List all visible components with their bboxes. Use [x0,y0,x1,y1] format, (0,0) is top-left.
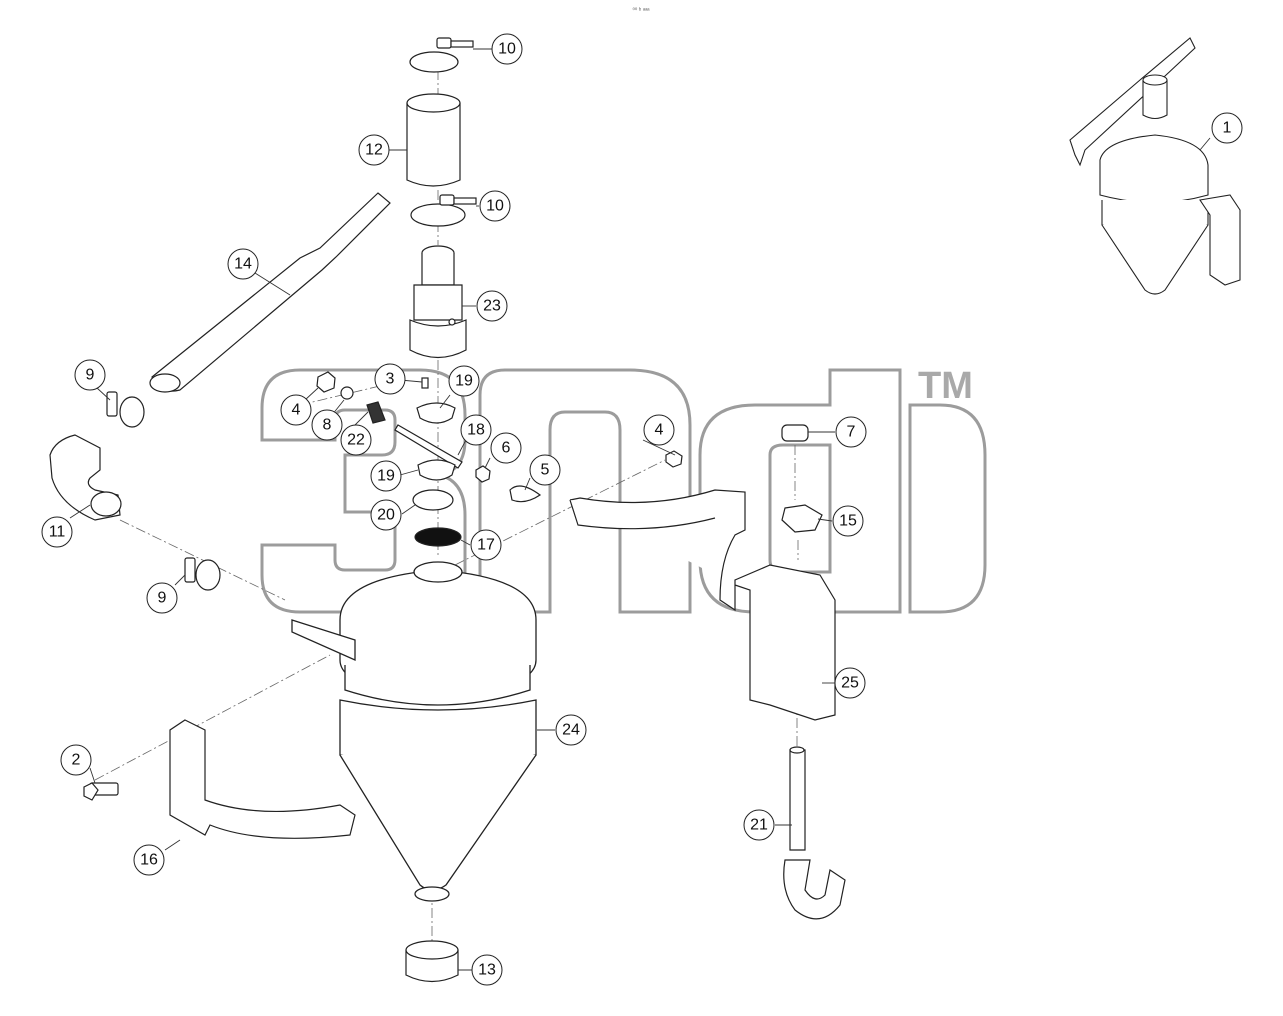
part-bracket-16 [83,719,356,839]
callout-16: 16 [133,844,165,876]
callout-12: 12 [358,134,390,166]
part-clamp-9-upper [106,391,145,428]
part-hook-21 [783,746,846,920]
callout-14: 14 [227,248,259,280]
part-fitting-23 [409,245,467,359]
svg-text:19: 19 [455,373,473,390]
svg-text:13: 13 [478,962,496,979]
svg-text:18: 18 [467,422,485,439]
svg-text:14: 14 [234,256,252,273]
part-hose-12 [406,93,461,187]
svg-text:15: 15 [839,513,857,530]
callout-3: 3 [374,363,406,395]
svg-text:2: 2 [72,752,81,769]
callout-9-upper: 9 [74,359,106,391]
part-clamp-10-mid [410,194,477,227]
callout-15: 15 [832,505,864,537]
svg-text:4: 4 [292,402,301,419]
svg-text:4: 4 [655,422,664,439]
callout-22: 22 [340,424,372,456]
svg-text:9: 9 [86,367,95,384]
svg-text:25: 25 [841,675,859,692]
part-tank-24 [291,561,537,902]
part-tube-14 [149,192,391,393]
svg-text:24: 24 [562,722,580,739]
svg-text:9: 9 [158,590,167,607]
part-assembly-1-overview [1069,37,1241,295]
callout-13: 13 [471,954,503,986]
svg-text:17: 17 [477,537,495,554]
callout-23: 23 [476,290,508,322]
svg-text:3: 3 [386,371,395,388]
watermark-tm: TM [918,365,973,407]
part-sleeve-13 [405,940,459,983]
callout-4-left: 4 [280,394,312,426]
svg-text:12: 12 [365,142,383,159]
part-clamp-9-lower [184,557,221,591]
svg-text:11: 11 [49,524,66,541]
svg-text:5: 5 [541,462,550,479]
callout-5: 5 [529,454,561,486]
part-small-hardware [316,371,683,547]
svg-text:16: 16 [140,852,158,869]
callout-19-upper: 19 [448,365,480,397]
svg-text:10: 10 [486,198,504,215]
callout-4-right: 4 [643,414,675,446]
svg-text:8: 8 [323,417,332,434]
callout-21: 21 [743,809,775,841]
callout-25: 25 [834,667,866,699]
part-bracket-25 [569,424,836,721]
callouts: 1 2 3 4 4 5 6 7 8 9 9 10 10 11 12 13 14 … [41,33,1243,986]
callout-10-top: 10 [491,33,523,65]
callout-7: 7 [835,416,867,448]
svg-text:21: 21 [750,817,768,834]
callout-8: 8 [311,409,343,441]
svg-text:7: 7 [847,424,856,441]
callout-20: 20 [370,499,402,531]
callout-19-lower: 19 [370,460,402,492]
callout-24: 24 [555,714,587,746]
callout-11: 11 [41,516,73,548]
svg-text:22: 22 [347,432,365,449]
callout-1: 1 [1211,112,1243,144]
callout-17: 17 [470,529,502,561]
callout-9-lower: 9 [146,582,178,614]
callout-18: 18 [460,414,492,446]
svg-text:1: 1 [1223,120,1232,137]
svg-text:10: 10 [498,41,516,58]
callout-6: 6 [490,432,522,464]
header-code: ⁰⁰ ᵇ ᵃᵃᵃ [632,7,650,14]
watermark-logo: TM [260,365,987,614]
svg-text:20: 20 [377,507,395,524]
part-clamp-10-top [409,37,474,73]
callout-2: 2 [60,744,92,776]
part-elbow-11 [49,434,122,521]
svg-text:19: 19 [377,468,395,485]
callout-10-mid: 10 [479,190,511,222]
svg-text:23: 23 [483,298,501,315]
svg-text:6: 6 [502,440,511,457]
